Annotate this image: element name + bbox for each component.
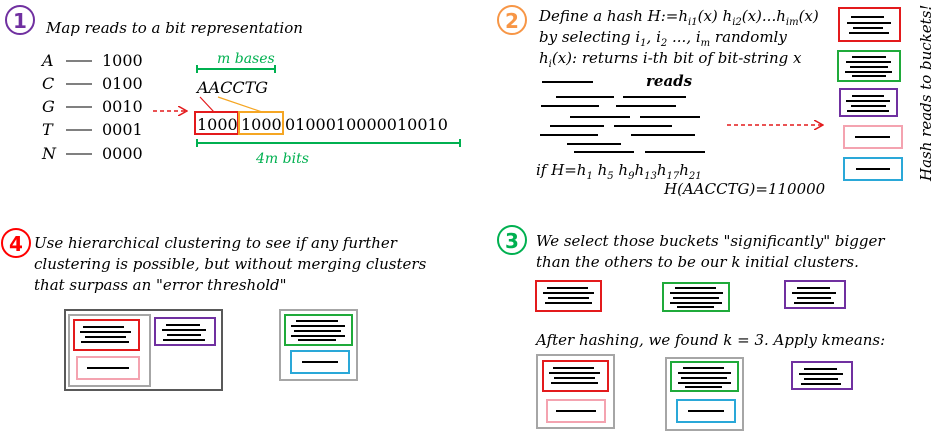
cluster4-purple (154, 317, 216, 346)
hash-function-line: hi(x): returns i-th bit of bit-string x (539, 49, 802, 70)
bits-second: 1000 (241, 115, 282, 134)
base-bits-n: 0000 (102, 144, 143, 163)
initial-cluster-purple (784, 280, 846, 309)
base-letter-t: T (42, 120, 54, 139)
hash-selection-line: by selecting i1, i2 ..., im randomly (539, 28, 787, 49)
step2-badge (497, 5, 527, 35)
hash-example: if H=h1 h5 h9h13h17h21 (536, 161, 702, 182)
step1-number: 1 (13, 9, 27, 33)
step3-section: 3 We select those buckets "significantly… (497, 225, 885, 431)
step2-number: 2 (505, 9, 519, 33)
initial-cluster-red (535, 280, 602, 312)
bits-first: 1000 (197, 115, 238, 134)
bucket-purple (839, 88, 898, 117)
merged-cluster-inner (68, 314, 151, 387)
kmeans-purple (791, 361, 853, 390)
hash-buckets-label: Hash reads to buckets! (917, 5, 935, 182)
bucket-red (838, 7, 901, 42)
kmeans-cluster-left (536, 354, 615, 429)
initial-cluster-green (662, 282, 730, 312)
merged-cluster-outer (64, 309, 223, 391)
step4-line3: that surpass an "error threshold" (34, 276, 287, 294)
kmeans-blue (676, 399, 736, 423)
base-mapping-table: A 1000 C 0100 G 0010 T 0001 N 0000 (40, 51, 143, 163)
base-letter-c: C (42, 74, 54, 93)
bits-box-orange (238, 111, 284, 135)
sequence-text: AACCTG (195, 78, 268, 97)
step2-section: 2 Define a hash H:=hi1(x) hi2(x)...him(x… (497, 5, 935, 198)
connector-orange (217, 96, 263, 113)
step4-section: 4 Use hierarchical clustering to see if … (1, 228, 427, 391)
step3-number: 3 (505, 229, 519, 253)
base-letter-n: N (41, 144, 57, 163)
bits-label: 4m bits (255, 151, 309, 167)
base-letter-a: A (40, 51, 54, 70)
reads-lines (540, 81, 705, 153)
step1-section: 1 Map reads to a bit representation A 10… (5, 5, 461, 167)
kmeans-cluster-middle (665, 357, 744, 431)
hash-result: H(AACCTG)=110000 (663, 180, 826, 198)
bucket-blue (843, 157, 903, 181)
step3-line2: than the others to be our k initial clus… (536, 253, 859, 271)
base-letter-g: G (42, 97, 55, 116)
bits-rest: 0100010000010010 (285, 115, 448, 134)
separate-cluster-outer (279, 309, 358, 381)
kmeans-pink (546, 399, 606, 423)
m-bases-label: m bases (217, 51, 275, 67)
step3-badge (497, 225, 527, 255)
step4-line2: clustering is possible, but without merg… (34, 255, 427, 273)
base-bits-g: 0010 (102, 97, 143, 116)
connector-red (199, 96, 215, 113)
step4-number: 4 (9, 232, 23, 256)
step4-line1: Use hierarchical clustering to see if an… (34, 234, 398, 252)
reads-label: reads (646, 72, 693, 90)
cluster4-red (73, 319, 140, 351)
base-bits-c: 0100 (102, 74, 143, 93)
step4-badge (1, 228, 31, 258)
cluster4-blue (290, 350, 350, 374)
kmeans-red (542, 360, 609, 392)
base-bits-a: 1000 (102, 51, 143, 70)
kmeans-green (670, 361, 739, 392)
bucket-green (837, 50, 901, 82)
step1-title: Map reads to a bit representation (45, 19, 303, 37)
step3-line3: After hashing, we found k = 3. Apply kme… (534, 331, 885, 349)
step1-badge (5, 5, 35, 35)
bucket-pink (843, 125, 903, 149)
base-bits-t: 0001 (102, 120, 143, 139)
step3-line1: We select those buckets "significantly" … (536, 232, 885, 250)
cluster4-pink (76, 356, 140, 380)
hash-definition-line: Define a hash H:=hi1(x) hi2(x)...him(x) (538, 7, 819, 28)
cluster4-green (284, 314, 353, 346)
